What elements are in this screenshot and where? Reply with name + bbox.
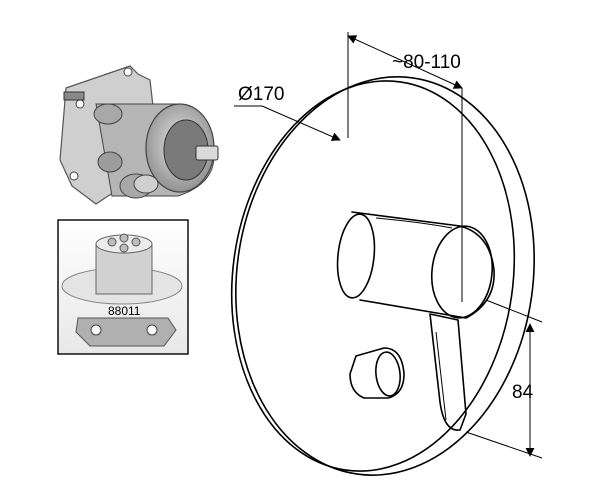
diameter-label: Ø170 (238, 84, 284, 105)
depth-dimension-line (347, 35, 463, 89)
mounting-kit-inset: 88011 (57, 219, 189, 355)
rosette-face (230, 80, 516, 472)
lever-base-ring (336, 213, 376, 299)
lever-end-face (430, 225, 494, 319)
mixer-trim-drawing (230, 76, 535, 476)
height-label: 84 (512, 382, 534, 403)
diverter-knob-face (375, 351, 401, 397)
dimension-annotations: ~80-110 Ø170 84 (234, 32, 543, 459)
depth-label: ~80-110 (392, 52, 461, 73)
rosette-outline (235, 76, 535, 476)
diverter-knob (349, 347, 405, 399)
lever-handle (429, 313, 467, 431)
diameter-leader (261, 105, 341, 141)
part-number-label: 88011 (108, 304, 141, 318)
rough-in-valve-illustration (59, 65, 219, 205)
